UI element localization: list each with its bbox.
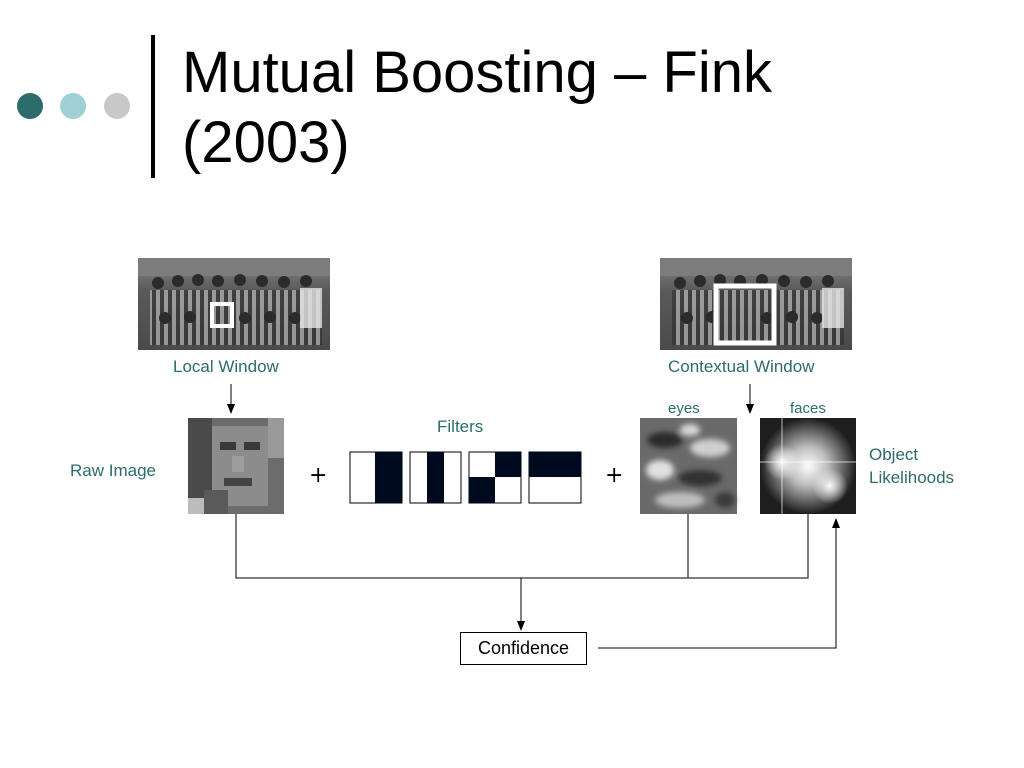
filter-4	[528, 451, 582, 504]
connectors	[227, 384, 840, 649]
title-divider	[151, 35, 155, 178]
object-likelihoods-label: Object Likelihoods	[869, 443, 954, 489]
filter-1	[349, 451, 403, 504]
filter-2	[409, 451, 462, 504]
contextual-window-label: Contextual Window	[668, 357, 815, 376]
filters-label: Filters	[437, 417, 484, 436]
raw-image-face	[188, 418, 284, 514]
bullet-dot-gray	[104, 93, 130, 119]
haar-filters	[349, 451, 582, 504]
slide-title-line-2: (2003)	[182, 110, 350, 175]
raw-image-label: Raw Image	[70, 461, 156, 480]
faces-label: faces	[790, 400, 826, 417]
slide-title-line-1: Mutual Boosting – Fink	[182, 40, 772, 105]
local-window-label: Local Window	[173, 357, 279, 376]
arrow-confidence-to-likelihoods	[598, 518, 840, 649]
slide-title: Mutual Boosting – Fink (2003)	[182, 38, 982, 178]
team-photo-right	[660, 258, 852, 350]
eyes-label: eyes	[668, 400, 700, 417]
object-likelihoods-line-1: Object	[869, 445, 919, 464]
object-likelihoods-line-2: Likelihoods	[869, 468, 955, 487]
eyes-likelihood-map	[640, 418, 737, 514]
filter-3	[468, 451, 522, 504]
bullet-dot-light	[60, 93, 86, 119]
connector-bus	[235, 514, 809, 579]
plus-sign-1: +	[309, 463, 328, 488]
bullet-dot-dark	[17, 93, 43, 119]
plus-sign-2: +	[605, 463, 624, 488]
team-photo-left	[138, 258, 330, 350]
confidence-box: Confidence	[460, 632, 587, 665]
faces-likelihood-map	[760, 418, 856, 514]
